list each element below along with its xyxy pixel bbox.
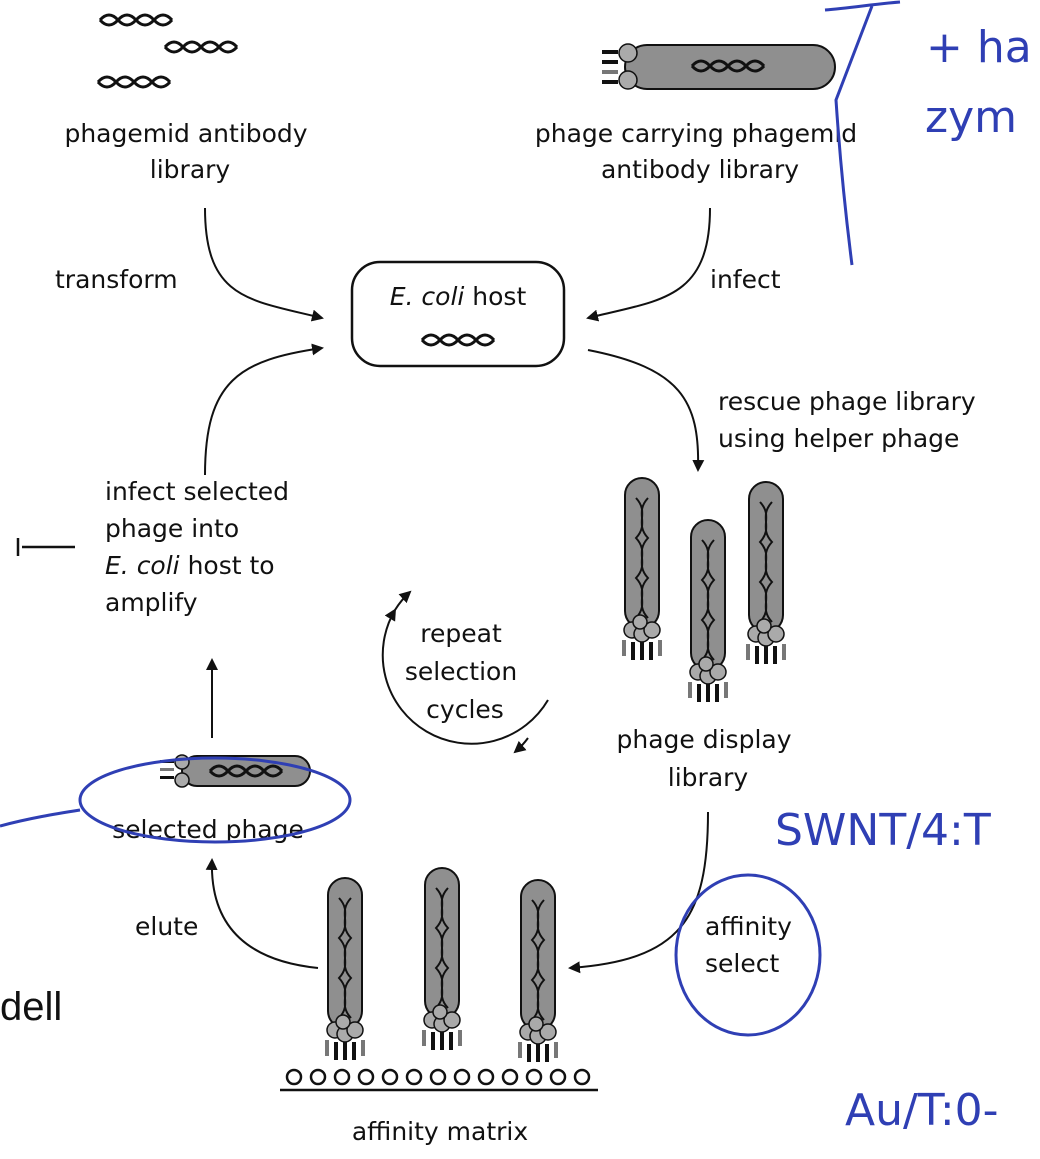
slide-side-text: dell — [0, 985, 62, 1029]
phagemid-library-label: phagemid antibody library — [64, 119, 315, 184]
selected-phage-label: selected phage — [112, 815, 304, 844]
phage-display-library-label: phage display library — [617, 725, 800, 792]
repeat-cycles-label: repeat selection cycles — [405, 619, 525, 724]
handwriting-bottom-right: Au/T:0- — [845, 1085, 999, 1136]
affinity-select-arrow — [570, 812, 708, 968]
affinity-matrix-label: affinity matrix — [352, 1117, 528, 1146]
phage-horizontal-icon — [602, 44, 835, 89]
handwriting-mid-right: SWNT/4:T — [775, 805, 991, 856]
elute-label: elute — [135, 912, 198, 941]
repeat-cycle-arrowhead-bottom — [515, 738, 528, 752]
affinity-select-label: affinity select — [705, 912, 800, 978]
affinity-matrix-beads — [287, 1070, 589, 1084]
rescue-label: rescue phage library using helper phage — [718, 387, 984, 453]
ecoli-host-label: E. coli host — [390, 282, 527, 311]
affinity-matrix-phages-icon — [325, 868, 558, 1062]
repeat-cycle-node: repeat selection cycles — [383, 592, 548, 752]
phagemid-plasmid-icon — [98, 15, 237, 87]
phage-display-library-icon — [622, 478, 786, 702]
repeat-cycle-arrowhead-top — [395, 592, 410, 610]
ecoli-host-node: E. coli host — [352, 262, 564, 366]
transform-label: transform — [55, 265, 178, 294]
elute-arrow — [212, 860, 318, 968]
rescue-arrow — [588, 350, 698, 470]
infect-label: infect — [710, 265, 781, 294]
phage-carrying-label: phage carrying phagemid antibody library — [535, 119, 865, 184]
infect-selected-label: infect selected phage into E. coli host … — [105, 477, 297, 617]
infect-arrow — [588, 208, 710, 318]
transform-arrow — [205, 208, 322, 318]
amplify-return-arrow — [205, 348, 322, 475]
handwriting-top-right: + ha zym — [925, 22, 1040, 143]
